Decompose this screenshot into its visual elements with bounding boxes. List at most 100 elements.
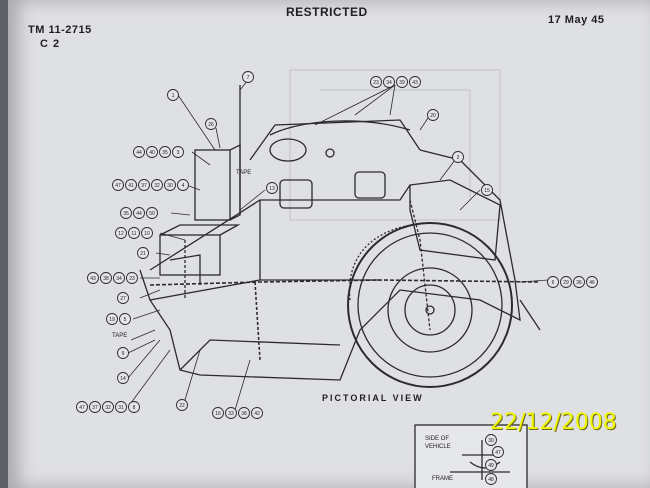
callout-number: 11 — [131, 231, 136, 237]
callout-circle — [205, 118, 217, 130]
callout-circle — [409, 76, 421, 88]
callout-circle — [133, 207, 145, 219]
callout-circle — [117, 347, 129, 359]
inset-label-vehicle: VEHICLE — [425, 444, 451, 450]
callout-number: 19 — [109, 317, 115, 323]
callout-number: 33 — [228, 411, 234, 417]
windshield — [249, 119, 421, 161]
inset-label-side: SIDE OF — [425, 436, 449, 442]
tape-label-upper: TAPE — [236, 170, 251, 176]
callout-circle — [225, 407, 237, 419]
callout-circle — [137, 247, 149, 259]
callout-number: 23 — [129, 276, 135, 282]
callout-number: 2 — [457, 155, 460, 161]
callout-number: 38 — [103, 276, 109, 282]
change-number: C 2 — [40, 38, 61, 50]
callout-circle — [370, 76, 382, 88]
callout-circle — [485, 434, 497, 446]
callout-circle — [102, 401, 114, 413]
callout-number: 50 — [149, 211, 155, 217]
callout-circle — [485, 459, 497, 471]
callout-circle — [151, 179, 163, 191]
callout-number: 46 — [589, 280, 595, 286]
callout-circle — [266, 182, 278, 194]
callout-circle — [238, 407, 250, 419]
callout-number: 38 — [241, 411, 247, 417]
cable-run — [149, 279, 541, 286]
callout-circle — [172, 146, 184, 158]
callout-circle — [485, 473, 497, 485]
callout-circle — [383, 76, 395, 88]
radio-set — [194, 149, 231, 221]
manual-number: TM 11-2715 — [28, 24, 92, 36]
callout-circle — [547, 276, 559, 288]
rear-box — [409, 179, 501, 261]
callout-number: 12 — [118, 231, 124, 237]
callout-circle — [251, 407, 263, 419]
callout-number: 40 — [149, 150, 155, 156]
wheel-rim — [387, 267, 473, 353]
callout-number: 47 — [495, 450, 501, 456]
callout-circle — [115, 227, 127, 239]
callout-number: 6 — [552, 280, 555, 286]
tape-label-lower: TAPE — [112, 333, 127, 339]
callout-circle — [167, 89, 179, 101]
callout-circle — [427, 109, 439, 121]
callout-number: 4 — [182, 183, 185, 189]
callout-circle — [452, 151, 464, 163]
manual-page — [8, 0, 650, 488]
date-stamp: 22/12/2008 — [490, 410, 617, 435]
callout-circle — [115, 401, 127, 413]
callout-number: 1 — [172, 93, 175, 99]
callout-number: 13 — [269, 186, 275, 192]
callout-number: 35 — [123, 211, 129, 217]
figure-caption: PICTORIAL VIEW — [322, 393, 424, 403]
callout-circle — [159, 146, 171, 158]
callout-circle — [133, 146, 145, 158]
callout-number: 20 — [430, 113, 436, 119]
seat-right — [354, 171, 386, 199]
callout-number: 39 — [399, 80, 405, 86]
callout-number: 32 — [154, 183, 160, 189]
callout-circle — [242, 71, 254, 83]
callout-circle — [146, 207, 158, 219]
callout-circle — [100, 272, 112, 284]
callout-circle — [141, 227, 153, 239]
callout-number: 5 — [124, 317, 127, 323]
callout-circle — [117, 372, 129, 384]
callout-number: 49 — [488, 463, 494, 469]
inset-frame-detail — [414, 424, 528, 488]
callout-circle — [573, 276, 585, 288]
callout-circle — [212, 407, 224, 419]
callout-number: 44 — [136, 150, 142, 156]
callout-number: 23 — [373, 80, 379, 86]
callout-circle — [112, 179, 124, 191]
callout-circle — [76, 401, 88, 413]
inset-label-frame: FRAME — [432, 476, 453, 482]
callout-number: 36 — [576, 280, 582, 286]
callout-number: 47 — [115, 183, 121, 189]
callout-circle — [177, 179, 189, 191]
callout-circle — [119, 313, 131, 325]
page-date: 17 May 45 — [548, 14, 605, 26]
callout-number: 48 — [488, 477, 494, 483]
callout-number: 16 — [215, 411, 221, 417]
callout-number: 37 — [92, 405, 98, 411]
callout-number: 47 — [79, 405, 85, 411]
callout-circle — [586, 276, 598, 288]
callout-circle — [128, 227, 140, 239]
callout-number: 26 — [208, 122, 214, 128]
callout-number: 43 — [412, 80, 418, 86]
callout-number: 32 — [105, 405, 111, 411]
callout-circle — [120, 207, 132, 219]
callout-number: 31 — [118, 405, 124, 411]
callout-circle — [164, 179, 176, 191]
callout-circle — [481, 184, 493, 196]
callout-circle — [87, 272, 99, 284]
callout-number: 27 — [120, 296, 126, 302]
tire-outer — [347, 222, 513, 388]
callout-circle — [125, 179, 137, 191]
callout-number: 14 — [120, 376, 126, 382]
callout-number: 21 — [140, 251, 146, 257]
